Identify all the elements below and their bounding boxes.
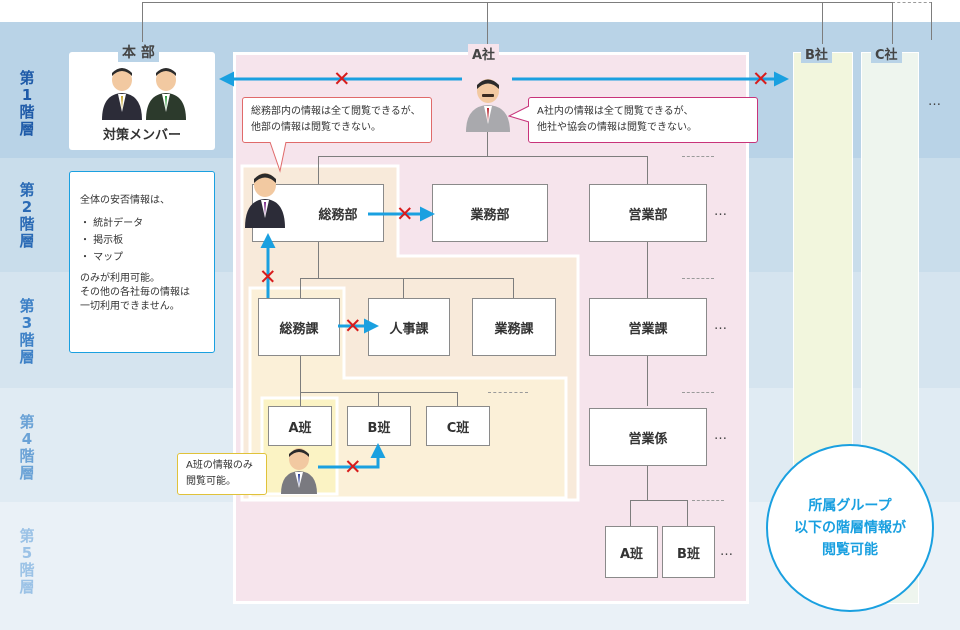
- a-han-person-icon: [281, 448, 317, 494]
- info-item-2: ・ 掲示板: [80, 235, 124, 246]
- company-c-label: C社: [871, 44, 902, 63]
- more-eigyo-han: …: [720, 544, 734, 559]
- company-b-label: B社: [801, 44, 832, 63]
- deny-mark-b-company: ✕: [752, 67, 770, 91]
- top-drop-a: [487, 2, 488, 44]
- deny-mark-gyomubu: ✕: [396, 202, 414, 226]
- unit-eigyoka: 営業課: [589, 298, 707, 356]
- callout-soumubu: 総務部内の情報は全て閲覧できるが、 他部の情報は閲覧できない。: [242, 97, 432, 143]
- deny-mark-honbu: ✕: [333, 67, 351, 91]
- unit-jinjika: 人事課: [368, 298, 450, 356]
- line-to-eigyo-b-han: [687, 500, 688, 526]
- more-companies: …: [928, 94, 942, 109]
- honbu-members-label: 対策メンバー: [102, 128, 181, 143]
- line-to-soumuka: [300, 278, 301, 298]
- line-to-eigyobu: [647, 156, 648, 184]
- line-eigyobu-down: [647, 240, 648, 298]
- unit-eigyokakari: 営業係: [589, 408, 707, 466]
- info-line-4: 一切利用できません。: [80, 301, 180, 312]
- line-eigyokakari-down: [647, 464, 648, 500]
- info-line-3: その他の各社毎の情報は: [80, 287, 190, 298]
- unit-eigyo-a-han: A班: [605, 526, 658, 578]
- line-han-row: [300, 392, 458, 393]
- top-drop-b: [822, 2, 823, 44]
- callout-soumubu-tail: [269, 141, 287, 173]
- line-soumuka-down: [300, 356, 301, 392]
- more-ka: …: [714, 318, 728, 333]
- unit-a-han: A班: [268, 406, 332, 446]
- a-company-person-icon: [466, 79, 510, 132]
- more-kakari: …: [714, 428, 728, 443]
- info-item-3: ・ マップ: [80, 252, 124, 263]
- deny-mark-b-han: ✕: [344, 455, 362, 479]
- honbu-info-box: 全体の安否情報は、 ・ 統計データ ・ 掲示板 ・ マップ のみが利用可能。 そ…: [69, 171, 215, 353]
- dash-eigyo-kakari: [682, 392, 714, 393]
- line-a-to-bu: [487, 128, 488, 156]
- honbu-members-icon: [102, 68, 186, 120]
- line-to-jinjika: [403, 278, 404, 298]
- top-drop-c: [892, 2, 893, 44]
- line-soumubu-down: [318, 240, 319, 278]
- line-to-gyomuka: [513, 278, 514, 298]
- callout-a-han: A班の情報のみ 閲覧可能。: [177, 453, 267, 495]
- honbu-box: [69, 52, 215, 150]
- deny-mark-jinjika: ✕: [344, 314, 362, 338]
- line-ka-row: [300, 278, 514, 279]
- honbu-title: 本 部: [118, 42, 159, 62]
- line-eigyo-han-row: [630, 500, 688, 501]
- line-bu-row: [318, 156, 648, 157]
- summary-circle: 所属グループ 以下の階層情報が 閲覧可能: [766, 444, 934, 612]
- soumubu-person-icon: [245, 173, 285, 228]
- line-to-eigyo-a-han: [630, 500, 631, 526]
- dash-eigyo-han-row: [692, 500, 724, 501]
- company-b-column: [793, 52, 853, 504]
- deny-mark-up: ✕: [259, 265, 277, 289]
- unit-eigyobu: 営業部: [589, 184, 707, 242]
- callout-a-company-tail: [508, 105, 530, 123]
- dash-bu-row: [682, 156, 714, 157]
- company-a-label: A社: [468, 44, 500, 63]
- top-drop-honbu: [142, 2, 143, 48]
- line-eigyoka-down: [647, 356, 648, 406]
- top-connector-dash: [892, 2, 932, 3]
- dash-eigyo-ka: [682, 278, 714, 279]
- line-to-a-han: [300, 392, 301, 406]
- info-line-2: のみが利用可能。: [80, 273, 160, 284]
- unit-soumuka: 総務課: [258, 298, 340, 356]
- top-drop-more: [931, 2, 932, 40]
- dash-han-row: [488, 392, 528, 393]
- top-connector: [142, 2, 892, 3]
- unit-gyomubu: 業務部: [432, 184, 548, 242]
- info-item-1: ・ 統計データ: [80, 218, 144, 229]
- unit-b-han: B班: [347, 406, 411, 446]
- line-to-soumubu: [318, 156, 319, 184]
- unit-eigyo-b-han: B班: [662, 526, 715, 578]
- more-bu: …: [714, 204, 728, 219]
- unit-gyomuka: 業務課: [472, 298, 556, 356]
- unit-c-han: C班: [426, 406, 490, 446]
- callout-a-company: A社内の情報は全て閲覧できるが、 他社や協会の情報は閲覧できない。: [528, 97, 758, 143]
- line-to-b-han: [378, 392, 379, 406]
- line-to-c-han: [457, 392, 458, 406]
- info-line-1: 全体の安否情報は、: [80, 195, 170, 206]
